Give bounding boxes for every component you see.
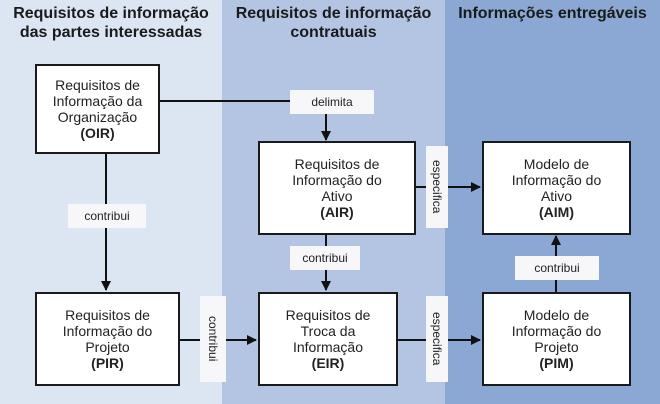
edge-label-especifica-eir-pim: especifica	[426, 296, 448, 382]
air-code: (AIR)	[320, 204, 354, 220]
oir-box[interactable]: Requisitos de Informação da Organização …	[35, 64, 160, 154]
edge-label-especifica-air-aim: especifica	[426, 146, 448, 228]
column-title-contractual: Requisitos de informação contratuais	[235, 5, 432, 41]
edge-label-delimita: delimita	[290, 90, 374, 114]
edge-label-contribui-pim-aim: contribui	[515, 256, 599, 280]
aim-code: (AIM)	[539, 204, 574, 220]
eir-box[interactable]: Requisitos de Troca da Informação (EIR)	[258, 292, 398, 386]
edge-label-contribui-pir-eir: contribui	[200, 296, 226, 382]
aim-box[interactable]: Modelo de Informação do Ativo (AIM)	[482, 141, 631, 235]
pir-box[interactable]: Requisitos de Informação do Projeto (PIR…	[35, 292, 180, 386]
eir-code: (EIR)	[311, 355, 345, 371]
edge-label-contribui-oir-pir: contribui	[68, 204, 146, 228]
edge-label-contribui-air-eir: contribui	[290, 246, 360, 270]
column-title-stakeholder: Requisitos de informação das partes inte…	[13, 5, 209, 41]
pim-code: (PIM)	[539, 355, 574, 371]
column-title-deliverables: Informações entregáveis	[458, 5, 647, 22]
air-box[interactable]: Requisitos de Informação do Ativo (AIR)	[258, 141, 416, 235]
pir-code: (PIR)	[91, 355, 124, 371]
pim-box[interactable]: Modelo de Informação do Projeto (PIM)	[482, 292, 631, 386]
oir-code: (OIR)	[80, 125, 115, 141]
